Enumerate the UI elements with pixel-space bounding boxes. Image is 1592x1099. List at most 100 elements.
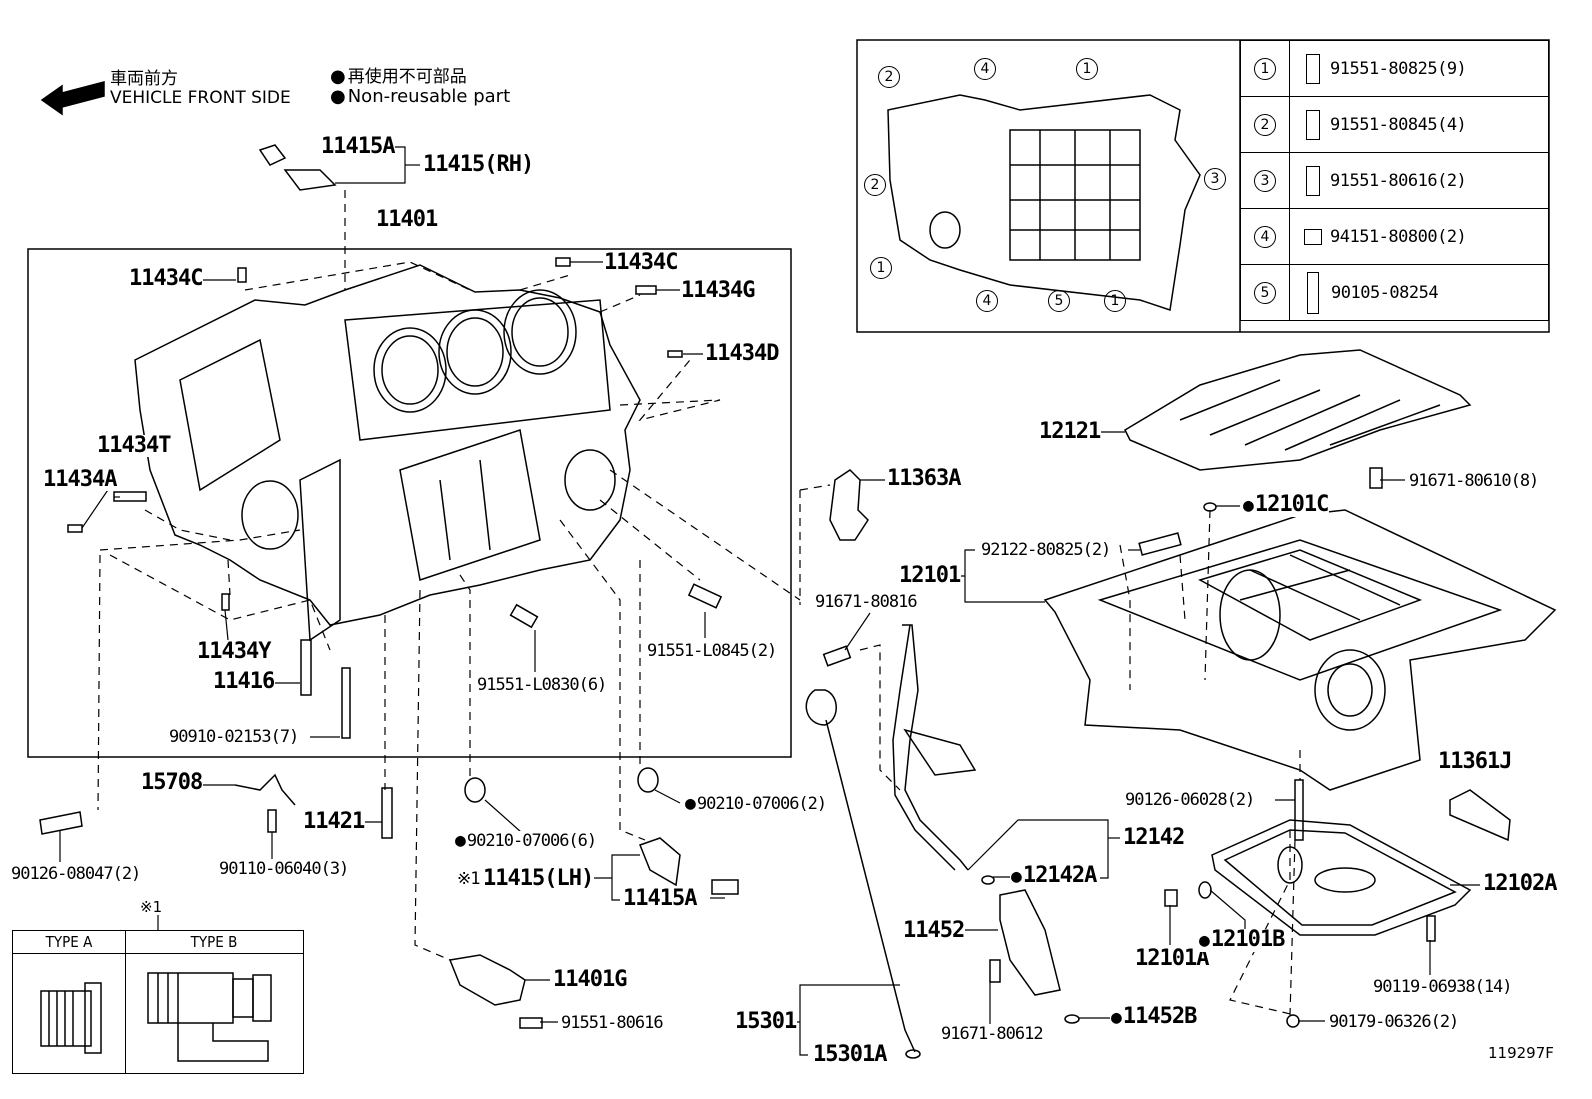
bolt-icon [1306, 165, 1320, 196]
type-a-label: TYPE A [45, 933, 93, 951]
inset-block-drawing [887, 94, 1201, 311]
inset-marker-4a: 4 [974, 58, 996, 80]
bolt-icon [1306, 53, 1320, 84]
label-91671-80816: 91671-80816 [814, 592, 918, 612]
label-11434C-a: 11434C [128, 266, 203, 291]
bolt-num: 3 [1254, 169, 1276, 192]
label-90126-08047: 90126-08047(2) [10, 864, 141, 884]
front-arrow-icon [40, 81, 105, 116]
label-11361J: 11361J [1437, 749, 1512, 774]
label-12101C: 12101C [1242, 494, 1329, 517]
bolt-part: 90105-08254 [1331, 282, 1439, 303]
union-fitting-top [258, 144, 337, 191]
nonreuse-label-jp: 再使用不可部品 [330, 62, 467, 87]
clip-drawing [234, 773, 296, 806]
label-11401: 11401 [375, 207, 438, 232]
front-label-jp: 車両前方 [110, 69, 178, 89]
label-90210-07006-a: 90210-07006(6) [454, 831, 597, 851]
label-11415A-bottom: 11415A [622, 886, 697, 911]
label-11434A: 11434A [42, 467, 117, 492]
bolt-icon [1307, 271, 1319, 314]
cylinder-block-drawing [134, 264, 641, 642]
label-12101A: 12101A [1134, 946, 1209, 971]
label-90119-06938: 90119-06938(14) [1372, 977, 1513, 997]
bolt-part: 91551-80616(2) [1330, 170, 1467, 191]
label-91551-80616: 91551-80616 [560, 1013, 664, 1033]
label-11434C-b: 11434C [603, 250, 678, 275]
label-90179-06326: 90179-06326(2) [1328, 1012, 1459, 1032]
label-11401G: 11401G [552, 967, 627, 992]
label-12101: 12101 [898, 563, 961, 588]
label-11415LH-mark: ※1 [456, 869, 481, 889]
figure-code: 119297F [1488, 1044, 1554, 1062]
bolt-part: 91551-80825(9) [1330, 58, 1467, 79]
nonreuse-label-en: Non-reusable part [330, 86, 510, 107]
type-b-label: TYPE B [190, 933, 238, 951]
label-90126-06028: 90126-06028(2) [1124, 790, 1255, 810]
bolt-num: 4 [1254, 225, 1276, 248]
bracket-11361J-drawing [1449, 789, 1511, 842]
bolt-row: 2 91551-80845(4) [1240, 96, 1549, 153]
label-11434D: 11434D [704, 341, 779, 366]
type-drawings [40, 972, 272, 1062]
bolt-num: 5 [1254, 281, 1276, 304]
label-15301: 15301 [734, 1009, 797, 1034]
dipstick-guide-drawing [892, 624, 969, 871]
label-11434G: 11434G [680, 278, 755, 303]
label-91671-80612: 91671-80612 [940, 1024, 1044, 1044]
label-11452B: 11452B [1110, 1006, 1197, 1029]
bolt-row: 3 91551-80616(2) [1240, 152, 1549, 209]
oil-sensor-drawing [448, 954, 526, 1006]
label-11415LH: 11415(LH) [482, 866, 594, 891]
label-91551-L0830: 91551-L0830(6) [476, 675, 607, 695]
label-90210-07006-b: 90210-07006(2) [684, 794, 827, 814]
label-12121: 12121 [1038, 419, 1101, 444]
label-90110-06040: 90110-06040(3) [218, 859, 349, 879]
inset-marker-3: 3 [1204, 168, 1226, 190]
bolt-part: 91551-80845(4) [1330, 114, 1467, 135]
label-11415RH: 11415(RH) [422, 152, 534, 177]
inset-frame [856, 39, 1550, 333]
bolt-row: 5 90105-08254 [1240, 264, 1549, 321]
label-11363A: 11363A [886, 466, 961, 491]
front-label-en: VEHICLE FRONT SIDE [110, 88, 291, 108]
label-12142: 12142 [1122, 825, 1185, 850]
union-fitting-lh [639, 837, 681, 887]
label-11416: 11416 [212, 669, 275, 694]
dipstick-drawing [805, 689, 916, 1053]
inset-marker-1c: 1 [1104, 290, 1126, 312]
bolt-row: 1 91551-80825(9) [1240, 40, 1549, 97]
bracket-drawing [829, 469, 869, 541]
inset-marker-2b: 2 [864, 174, 886, 196]
oil-pan-upper-drawing [1043, 509, 1557, 791]
label-12102A: 12102A [1482, 871, 1557, 896]
label-15708: 15708 [140, 770, 203, 795]
bolt-num: 1 [1254, 57, 1276, 80]
label-12142A: 12142A [1010, 865, 1097, 888]
oil-pan-lower-drawing [1211, 819, 1472, 936]
type-box-title: ※1 [140, 898, 163, 916]
inset-marker-1a: 1 [1076, 58, 1098, 80]
label-11434T: 11434T [96, 433, 171, 458]
bolt-row: 4 94151-80800(2) [1240, 208, 1549, 265]
label-15301A: 15301A [812, 1042, 887, 1067]
label-11452: 11452 [902, 918, 965, 943]
block-frame [27, 248, 792, 758]
label-92122-80825: 92122-80825(2) [980, 540, 1111, 560]
label-11421: 11421 [302, 809, 365, 834]
label-91551-L0845: 91551-L0845(2) [646, 641, 777, 661]
bracket-11452-drawing [999, 889, 1061, 996]
inset-marker-2a: 2 [878, 66, 900, 88]
type-box: TYPE A TYPE B [12, 930, 304, 1074]
nut-icon [1304, 228, 1322, 245]
bolt-legend-table: 1 91551-80825(9) 2 91551-80845(4) 3 9155… [1240, 40, 1549, 321]
label-11434Y: 11434Y [196, 639, 271, 664]
label-91671-80610: 91671-80610(8) [1408, 471, 1539, 491]
bolt-part: 94151-80800(2) [1330, 226, 1467, 247]
type-a-fitting-icon [40, 990, 92, 1047]
inset-marker-4b: 4 [976, 290, 998, 312]
bolt-icon [1306, 109, 1320, 140]
baffle-plate-drawing [1124, 349, 1472, 471]
bolt-num: 2 [1254, 113, 1276, 136]
